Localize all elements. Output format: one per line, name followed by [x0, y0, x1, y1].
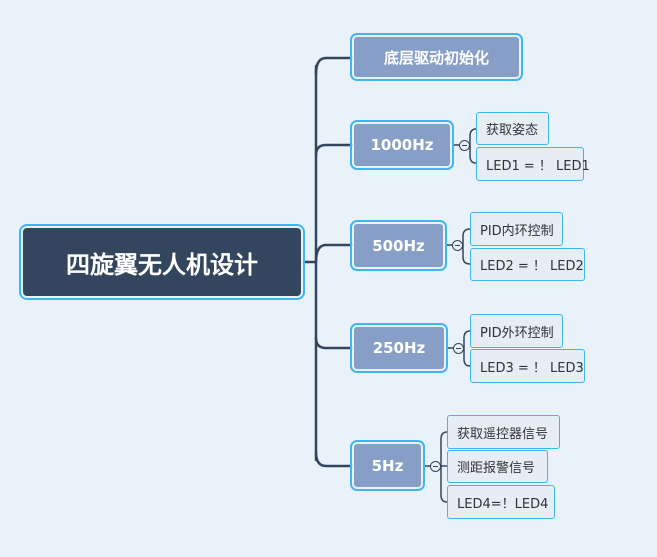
leaf-node[interactable]: PID内环控制: [470, 212, 563, 246]
leaf-node[interactable]: 获取姿态: [476, 112, 549, 145]
leaf-node[interactable]: PID外环控制: [470, 314, 563, 348]
leaf-label: LED4=！LED4: [457, 496, 549, 512]
collapse-toggle-icon[interactable]: [453, 343, 464, 354]
branch-node-250hz[interactable]: 250Hz: [350, 323, 448, 373]
branch-link-3: [314, 243, 353, 264]
leaf-label: 测距报警信号: [457, 461, 536, 476]
branch-node-1000hz[interactable]: 1000Hz: [350, 120, 454, 170]
root-node[interactable]: 四旋翼无人机设计: [19, 224, 305, 300]
leaf-link-1000-b: [469, 145, 477, 164]
leaf-label: 获取姿态: [486, 123, 539, 138]
leaf-link-250-a: [463, 330, 471, 348]
leaf-link-5-a: [440, 431, 448, 466]
leaf-link-500-b: [462, 245, 471, 265]
leaf-label: PID外环控制: [480, 325, 554, 341]
branch-label: 底层驱动初始化: [383, 48, 489, 67]
leaf-node[interactable]: LED3 = ！ LED3: [470, 349, 585, 383]
branch-link-2: [314, 143, 353, 157]
branch-label: 250Hz: [372, 339, 426, 357]
leaf-node[interactable]: LED1 = ！ LED1: [476, 147, 590, 181]
branch-label: 1000Hz: [370, 136, 434, 154]
collapse-toggle-icon[interactable]: [430, 461, 441, 472]
branch-label: 5Hz: [371, 456, 404, 475]
leaf-link-5-c: [440, 466, 448, 503]
leaf-node[interactable]: 测距报警信号: [447, 450, 548, 483]
branch-node-500hz[interactable]: 500Hz: [350, 220, 447, 271]
branch-node-init[interactable]: 底层驱动初始化: [350, 33, 523, 81]
leaf-label: PID内环控制: [480, 223, 554, 239]
branch-link-4: [314, 336, 353, 350]
collapse-toggle-icon[interactable]: [452, 240, 463, 251]
collapse-toggle-icon[interactable]: [459, 140, 470, 151]
leaf-node[interactable]: 获取遥控器信号: [447, 415, 560, 449]
leaf-node[interactable]: LED4=！LED4: [447, 485, 555, 519]
root-label: 四旋翼无人机设计: [66, 250, 258, 279]
leaf-node[interactable]: LED2 = ！ LED2: [470, 248, 585, 281]
leaf-link-1000-a: [469, 128, 477, 145]
branch-link-1: [314, 56, 353, 76]
branch-label: 500Hz: [372, 236, 425, 255]
branch-node-5hz[interactable]: 5Hz: [350, 440, 425, 491]
leaf-label: LED1 = ！ LED1: [486, 158, 590, 174]
leaf-link-500-a: [462, 228, 471, 245]
leaf-label: LED3 = ！ LED3: [480, 360, 584, 376]
leaf-link-250-b: [463, 348, 471, 367]
leaf-label: 获取遥控器信号: [457, 426, 549, 442]
leaf-label: LED2 = ！ LED2: [480, 259, 584, 274]
branch-link-5: [314, 450, 353, 468]
